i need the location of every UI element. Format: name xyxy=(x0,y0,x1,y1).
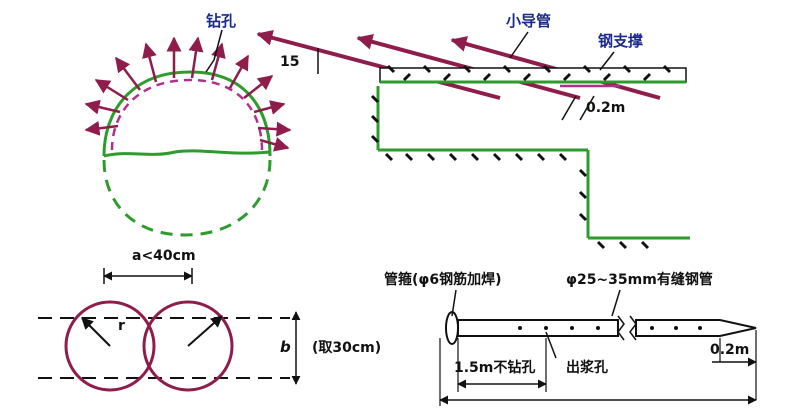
radial-pipes xyxy=(84,36,292,152)
grout-hole-label: 出浆孔 xyxy=(566,359,608,376)
band-width-label: b xyxy=(280,338,291,356)
arch-lining xyxy=(102,70,272,157)
band-value-label: (取30cm) xyxy=(312,340,381,356)
pipe-body-left xyxy=(457,319,619,337)
longitudinal-section: 15 小导管 钢支撑 0.2m xyxy=(256,12,690,250)
no-drill-length-label: 1.5m不钻孔 xyxy=(454,359,535,376)
grout-diffusion-circles: a<40cm r b (取30cm) xyxy=(38,248,381,392)
lower-excavation-outline xyxy=(102,159,272,237)
pipe-detail: 管箍(φ6钢筋加焊) φ25~35mm有缝钢管 1.5m不钻孔 出浆孔 xyxy=(384,271,757,406)
tip-length-label: 0.2m xyxy=(710,342,749,358)
pipe-hoop-label: 管箍(φ6钢筋加焊) xyxy=(384,271,502,288)
drill-hole-label: 钻孔 xyxy=(206,12,236,30)
spacing-label: 0.2m xyxy=(586,100,625,116)
a-spacing-label: a<40cm xyxy=(132,248,196,264)
tunnel-cross-section: 钻孔 xyxy=(84,12,292,237)
arch-pipe-ring xyxy=(110,78,264,151)
top-lining-band xyxy=(379,67,687,83)
drill-hole-leader xyxy=(213,29,223,61)
invert-line xyxy=(103,149,271,158)
steel-support-marks xyxy=(386,64,672,82)
diffusion-circle-right xyxy=(142,300,234,392)
grout-holes xyxy=(518,326,702,330)
radius-label: r xyxy=(118,318,125,334)
pipe-hoop xyxy=(445,311,459,345)
pipe-body-right xyxy=(635,319,757,337)
steel-support-label: 钢支撑 xyxy=(598,32,643,50)
small-pipe-label: 小导管 xyxy=(506,12,551,30)
pipe-spec-label: φ25~35mm有缝钢管 xyxy=(566,271,713,288)
angle-label: 15 xyxy=(280,54,299,70)
diffusion-circle-left xyxy=(64,300,156,392)
